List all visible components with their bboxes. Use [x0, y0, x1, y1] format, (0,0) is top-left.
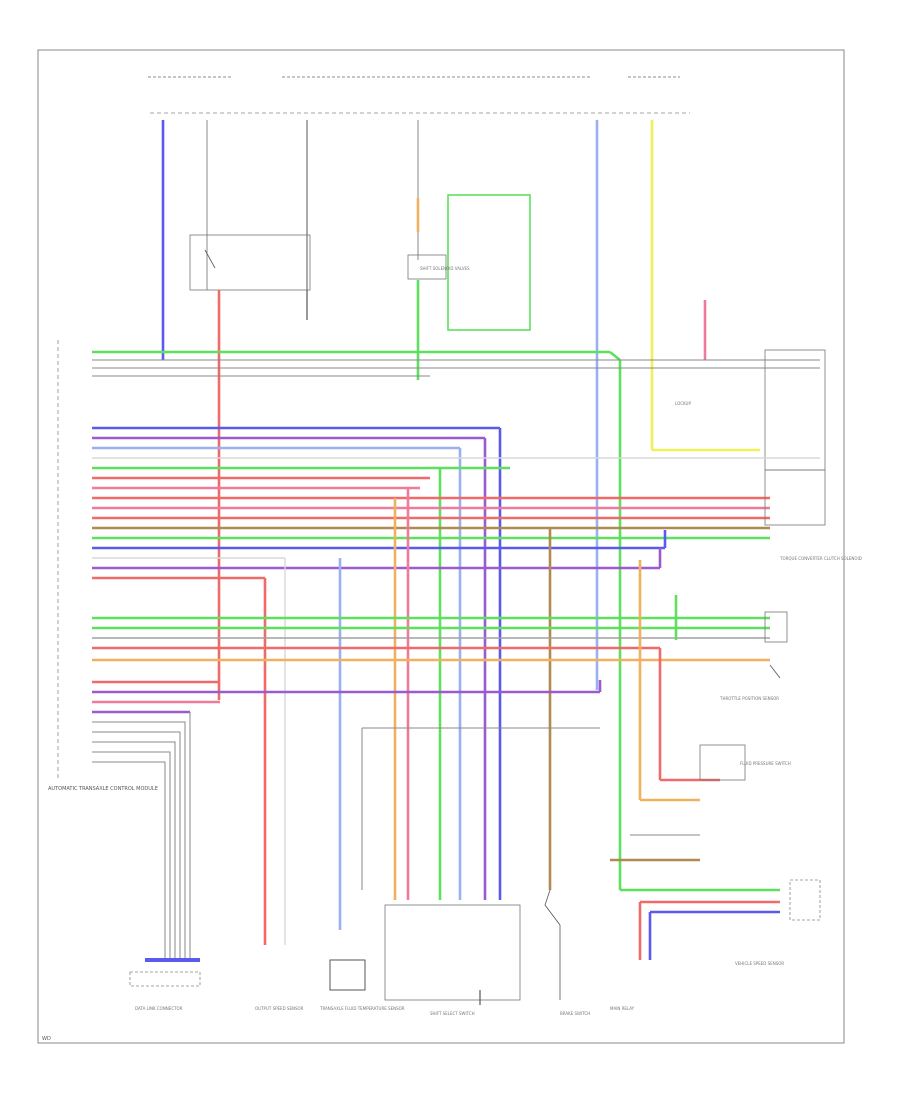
solenoid-box-lower [764, 469, 826, 526]
speedo-label: VEHICLE SPEED SENSOR [735, 961, 784, 966]
temp-sensor-label: TRANSAXLE FLUID TEMPERATURE SENSOR [319, 1006, 405, 1011]
throttle-sensor-box [764, 611, 788, 643]
corner-code: WD [42, 1036, 51, 1042]
sensor-box-upper [407, 254, 447, 280]
select-switch-label: SHIFT SELECT SWITCH [430, 1011, 475, 1016]
pressure-switch-box [699, 744, 746, 781]
dlc-wires [92, 712, 191, 960]
throttle-sensor-label: THROTTLE POSITION SENSOR [719, 696, 779, 701]
pressure-switch-label: FLUID PRESSURE SWITCH [740, 761, 791, 766]
diagram-frame [37, 49, 845, 1044]
solenoid-lower-label: TORQUE CONVERTER CLUTCH SOLENOID [779, 556, 862, 561]
relay-box [189, 234, 311, 291]
brake-switch-label: BRAKE SWITCH [560, 1011, 590, 1016]
select-switch-box [384, 904, 521, 1001]
module-label: AUTOMATIC TRANSAXLE CONTROL MODULE [48, 786, 158, 792]
brake-switch-symbol [544, 889, 561, 926]
relay-switch [204, 249, 216, 269]
pressure-switch-symbol [769, 664, 781, 679]
relay-label: MAIN RELAY [610, 1006, 635, 1011]
wire-bus-green-bend [609, 350, 621, 362]
dlc-label: DATA LINK CONNECTOR [135, 1006, 183, 1011]
temp-sensor-box [329, 959, 366, 991]
speedo-box [789, 879, 821, 921]
green-loop [447, 194, 531, 331]
lockup-label: LOCKUP [675, 401, 691, 406]
solenoid-upper-label: SHIFT SOLENOID VALVES [420, 266, 470, 271]
speed-sensor-label: OUTPUT SPEED SENSOR [255, 1006, 304, 1011]
dlc-box [129, 971, 201, 987]
